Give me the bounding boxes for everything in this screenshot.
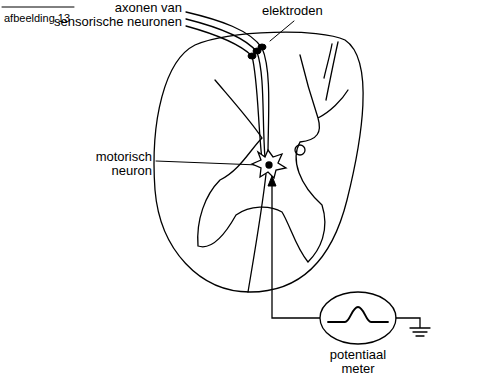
motor-neuron-soma <box>252 150 286 178</box>
part-label: motorisch neuron <box>80 150 152 178</box>
ground-wire <box>396 318 430 336</box>
part-label: potentiaal meter <box>318 348 398 376</box>
central-canal <box>295 145 305 155</box>
leader-line <box>270 21 294 41</box>
recording-wire <box>272 182 320 318</box>
grey-matter <box>198 55 348 262</box>
spinal-cord-outline <box>154 32 363 292</box>
meter-trace <box>328 307 388 322</box>
part-label: elektroden <box>262 4 352 18</box>
part-label: axonen van sensorische neuronen <box>50 1 182 29</box>
header-rule <box>2 7 74 8</box>
sensory-axon <box>186 26 262 160</box>
motor-axon <box>248 174 266 292</box>
electrode <box>248 53 256 59</box>
nucleus <box>266 162 272 168</box>
microelectrode-tip <box>268 176 276 186</box>
leader-line <box>156 161 258 165</box>
meter-housing <box>320 292 396 344</box>
dorsal-fissure <box>324 42 338 100</box>
